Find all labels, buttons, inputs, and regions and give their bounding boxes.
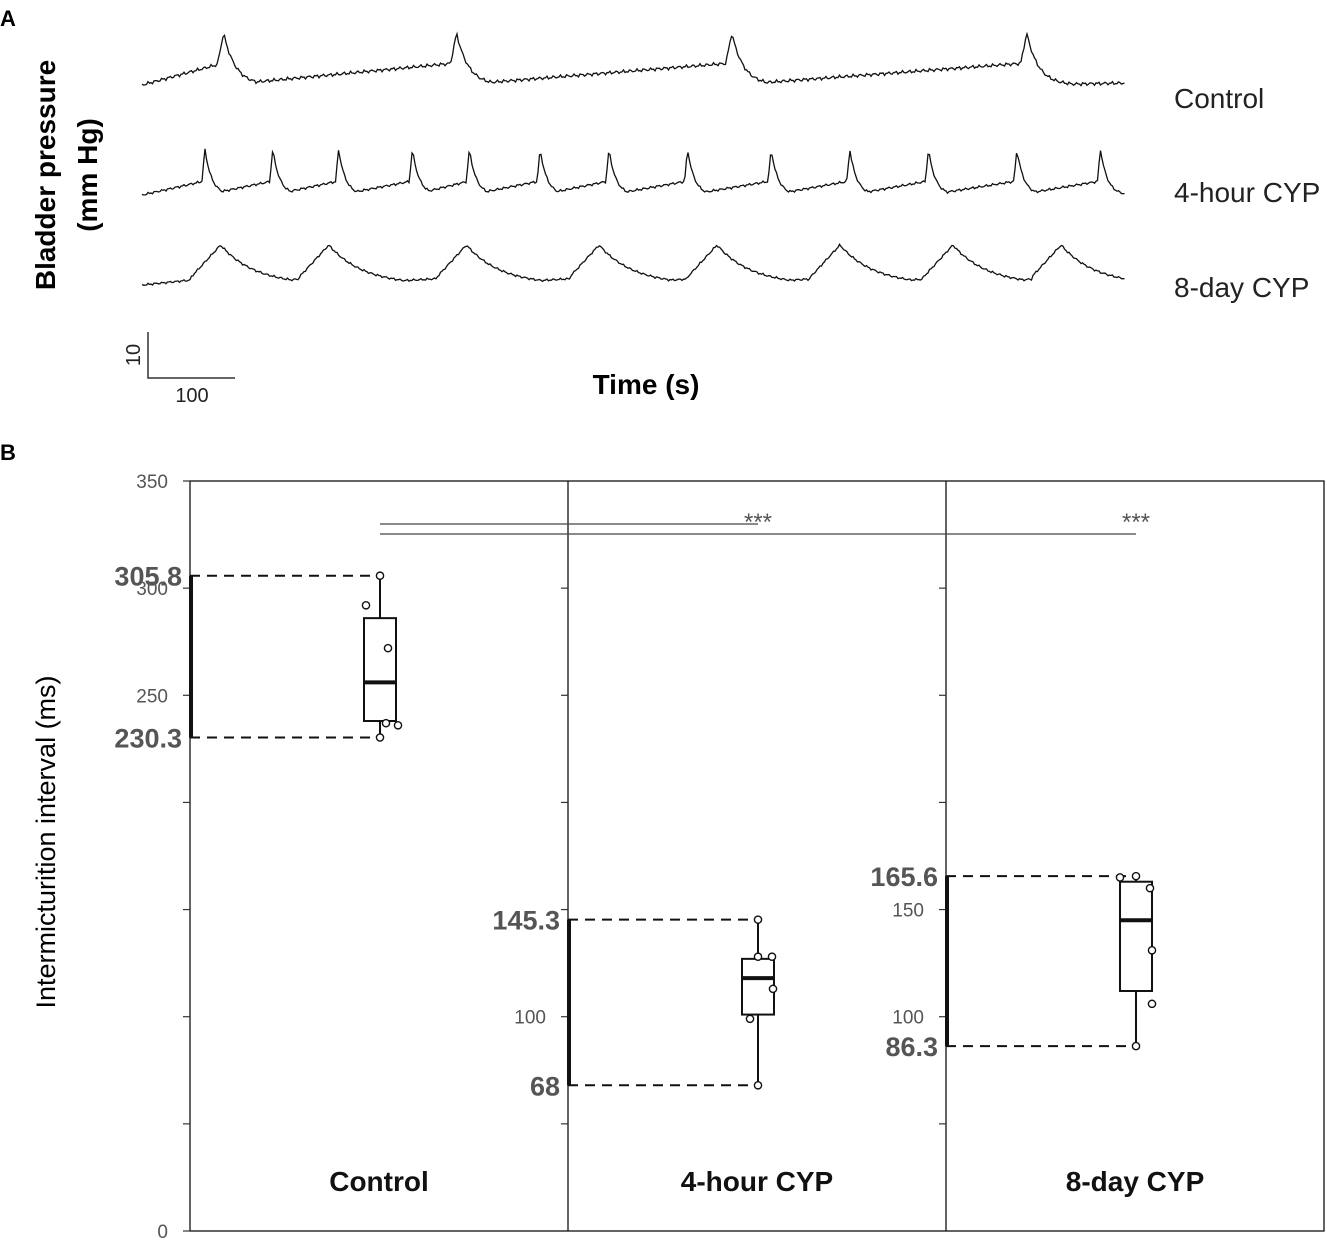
panel-a-x-title: Time (s)	[593, 369, 700, 400]
panel-b-letter: B	[0, 440, 16, 465]
data-point-0-3	[381, 718, 391, 728]
significance-label-1: ***	[1122, 509, 1150, 536]
data-point-2-3	[1147, 945, 1157, 955]
range-label-min-0: 230.3	[114, 724, 182, 754]
data-point-2-0	[1131, 871, 1141, 881]
data-point-0-0	[375, 571, 385, 581]
range-label-max-1: 145.3	[492, 906, 560, 936]
trace-label-4-hour-cyp: 4-hour CYP	[1174, 177, 1320, 208]
y-tick-label-6: 300	[136, 579, 168, 600]
range-label-min-2: 86.3	[885, 1032, 938, 1062]
y-tick-label-7: 350	[136, 472, 168, 493]
data-point-1-0	[753, 915, 763, 924]
trace-line-0	[141, 31, 1125, 87]
category-label-1: 4-hour CYP	[681, 1166, 833, 1197]
data-point-1-2	[767, 952, 777, 962]
data-point-0-5	[375, 733, 385, 742]
panel-a-y-title-line1: Bladder pressure	[30, 60, 61, 290]
trace-labels: Control 4-hour CYP 8-day CYP	[1174, 83, 1320, 303]
data-point-2-1	[1115, 873, 1125, 882]
y-tick-label-0: 0	[157, 1222, 168, 1243]
scale-bar: 10 100	[123, 332, 235, 407]
data-point-2-5	[1131, 1041, 1141, 1051]
category-label-2: 8-day CYP	[1066, 1166, 1205, 1197]
range-label-min-1: 68	[530, 1071, 560, 1101]
data-point-0-4	[393, 720, 403, 730]
data-point-1-1	[753, 952, 763, 962]
trace-label-8-day-cyp: 8-day CYP	[1174, 272, 1309, 303]
range-label-max-2: 165.6	[870, 862, 938, 892]
range-label-max-0: 305.8	[114, 562, 182, 592]
scale-bar-vertical-label: 10	[123, 344, 145, 366]
divider-tick-label-0-0: 100	[514, 1008, 546, 1029]
scale-bar-lines	[147, 332, 235, 379]
data-point-0-1	[361, 600, 371, 610]
data-point-2-4	[1147, 999, 1157, 1009]
scale-bar-horizontal-label: 100	[175, 385, 208, 407]
divider-tick-label-1-0: 100	[892, 1008, 924, 1029]
box-2	[1119, 880, 1153, 993]
pressure-traces	[141, 31, 1125, 286]
data-point-0-2	[383, 643, 393, 653]
trace-line-1	[141, 148, 1125, 196]
significance-label-0: ***	[744, 509, 772, 536]
panel-a-y-title-line2: (mm Hg)	[72, 118, 103, 232]
box-0	[363, 617, 397, 723]
data-point-1-3	[768, 984, 778, 994]
divider-tick-label-1-1: 150	[892, 901, 924, 922]
plot-frame	[189, 480, 1325, 1232]
data-point-2-2	[1145, 883, 1155, 893]
data-point-1-4	[745, 1014, 755, 1024]
panel-a-letter: A	[0, 6, 16, 31]
y-tick-label-5: 250	[136, 686, 168, 707]
panel-b-y-title: Intermicturition interval (ms)	[31, 675, 61, 1008]
trace-line-2	[141, 243, 1125, 286]
box-1	[741, 957, 775, 1016]
trace-label-control: Control	[1174, 83, 1264, 114]
category-label-0: Control	[329, 1166, 429, 1197]
data-point-1-5	[753, 1080, 763, 1090]
